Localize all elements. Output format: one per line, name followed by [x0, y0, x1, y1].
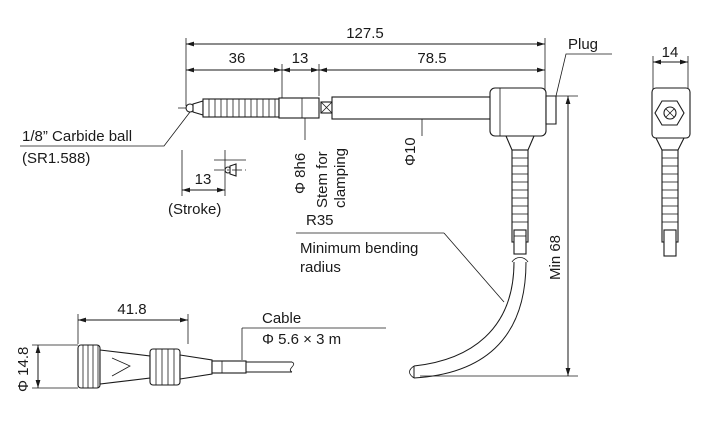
cable-callout: Cable Φ 5.6 × 3 m — [241, 310, 386, 360]
clamping-label: clamping — [332, 148, 349, 208]
radius-label: radius — [300, 259, 341, 276]
minimum-bending-label: Minimum bending — [300, 240, 418, 257]
connector-diameter-label: Φ 14.8 — [15, 347, 32, 392]
bent-cable — [409, 257, 529, 379]
bellows-ribs — [208, 99, 276, 117]
connector-length-label: 41.8 — [117, 301, 146, 318]
stroke-label: (Stroke) — [168, 201, 221, 218]
plug-side-view: 14 — [651, 44, 691, 257]
overall-length-label: 127.5 — [346, 25, 384, 42]
plug-width-label: 14 — [662, 44, 679, 61]
min-height-dimension: Min 68 — [420, 95, 578, 377]
stroke-length-label: 13 — [195, 171, 212, 188]
plug-callout: Plug — [555, 36, 612, 97]
cable-label: Cable — [262, 310, 301, 327]
bend-radius-callout: R35 Minimum bending radius — [296, 212, 505, 303]
cable-connector: 41.8 Φ 14.8 — [15, 301, 415, 392]
stem-for-label: Stem for — [314, 151, 331, 208]
strain-relief-ribs — [512, 157, 528, 223]
top-dimensions: 127.5 36 13 78.5 — [185, 25, 546, 106]
mid-length-label: 13 — [292, 50, 309, 67]
carbide-ball-label: 1/8” Carbide ball — [22, 128, 132, 145]
cable-size-label: Φ 5.6 × 3 m — [262, 331, 341, 348]
body-diameter-label: Φ10 — [402, 137, 419, 166]
body-length-label: 78.5 — [417, 50, 446, 67]
stroke-detail: 13 (Stroke) — [168, 150, 246, 218]
plug-label: Plug — [568, 36, 598, 53]
tip-length-label: 36 — [229, 50, 246, 67]
probe-body — [178, 87, 557, 255]
carbide-ball-callout: 1/8” Carbide ball (SR1.588) — [20, 111, 191, 167]
min-height-label: Min 68 — [547, 235, 564, 280]
bend-radius-label: R35 — [306, 212, 334, 229]
stem-diameter-label: Φ 8h6 — [292, 153, 309, 194]
carbide-ball-sr-label: (SR1.588) — [22, 150, 90, 167]
